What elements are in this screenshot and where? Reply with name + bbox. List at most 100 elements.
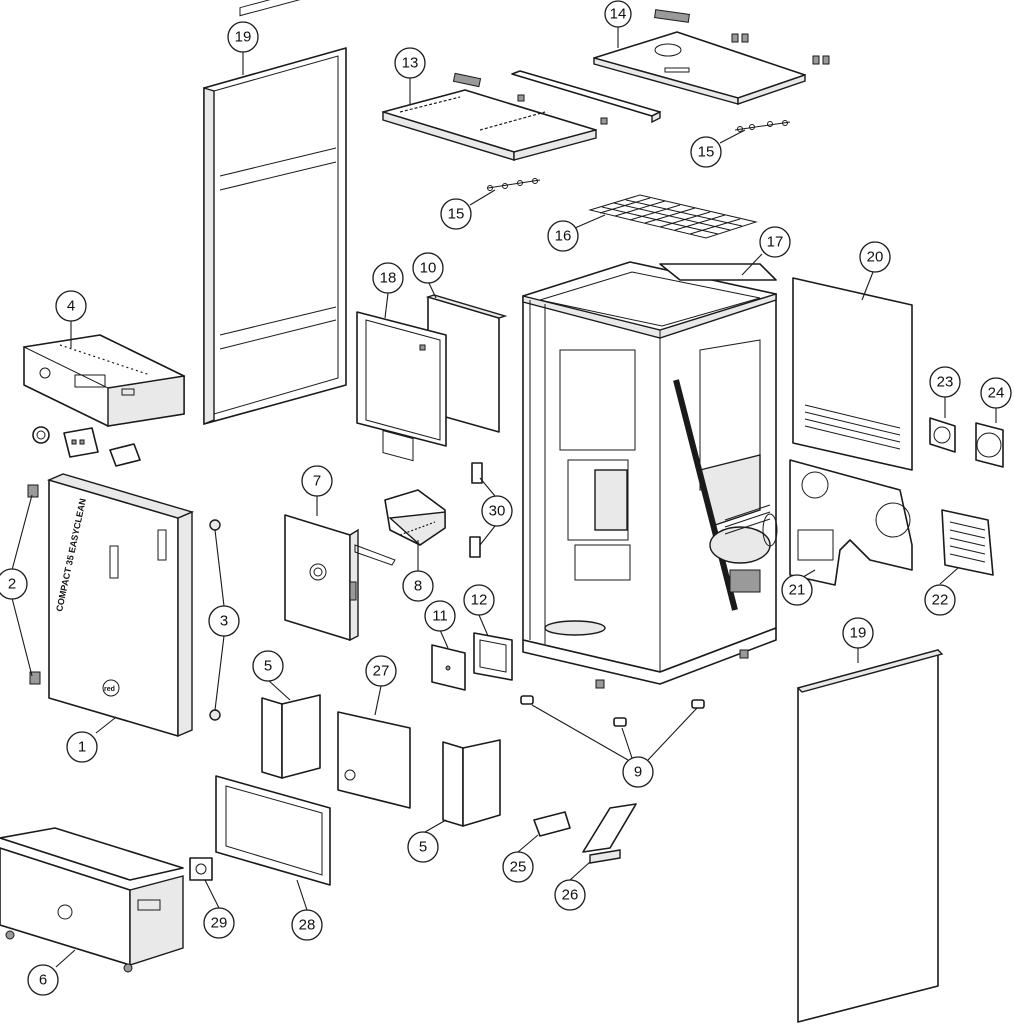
callout-4-label: 4 <box>67 298 75 315</box>
part-25-bracket <box>533 811 571 837</box>
callout-15-right: 15 <box>690 136 722 168</box>
callout-25-label: 25 <box>510 859 527 876</box>
part-26-deflector <box>582 803 637 864</box>
part-21-back-plate <box>789 459 913 586</box>
callout-20-label: 20 <box>867 249 884 266</box>
callout-5-lower-label: 5 <box>419 839 427 856</box>
callout-16: 16 <box>547 220 579 252</box>
callout-5-lower: 5 <box>407 831 439 863</box>
callout-1-label: 1 <box>78 739 86 756</box>
callout-13: 13 <box>394 47 426 79</box>
callout-3-label: 3 <box>220 613 228 630</box>
part-4-control-panel <box>22 334 186 427</box>
callout-24: 24 <box>980 377 1012 409</box>
callout-7-label: 7 <box>313 473 321 490</box>
callout-10: 10 <box>412 252 444 284</box>
callout-19-top-label: 19 <box>235 29 252 46</box>
callout-27-label: 27 <box>373 663 390 680</box>
part-20-rear-panel <box>792 277 913 471</box>
callout-1: 1 <box>66 731 98 763</box>
callout-8: 8 <box>402 570 434 602</box>
part-5-bracket-upper <box>261 694 321 779</box>
callout-17-label: 17 <box>767 234 784 251</box>
part-15-hinges <box>487 120 791 191</box>
callout-22-label: 22 <box>932 592 949 609</box>
part-9-feet <box>520 695 705 727</box>
callout-11: 11 <box>424 600 456 632</box>
callout-2-label: 2 <box>8 576 16 593</box>
part-27-plate <box>337 711 411 809</box>
part-19-right-side-panel <box>796 649 944 1023</box>
callout-19-top: 19 <box>227 21 259 53</box>
part-7-fire-door <box>284 514 396 642</box>
callout-2: 2 <box>0 568 28 600</box>
callout-6: 6 <box>27 964 59 996</box>
part-22-grille <box>941 509 994 576</box>
callout-19-bottom-label: 19 <box>850 625 867 642</box>
part-13-top-cover <box>382 70 661 161</box>
part-16-grate <box>588 194 758 239</box>
part-11-plate <box>431 644 466 691</box>
callout-20: 20 <box>859 241 891 273</box>
callout-12: 12 <box>463 584 495 616</box>
callout-16-label: 16 <box>555 228 572 245</box>
leader-lines <box>11 27 997 968</box>
callout-18-label: 18 <box>380 270 397 287</box>
part-control-components <box>32 426 141 467</box>
callout-24-label: 24 <box>988 385 1005 402</box>
callout-17: 17 <box>759 226 791 258</box>
callout-15-right-label: 15 <box>698 144 715 161</box>
part-6-ash-drawer <box>0 827 184 973</box>
callout-9: 9 <box>622 756 654 788</box>
callout-29: 29 <box>203 907 235 939</box>
callout-27: 27 <box>365 655 397 687</box>
callout-22: 22 <box>924 584 956 616</box>
part-24-flange <box>975 422 1004 468</box>
part-17-main-body <box>522 261 778 689</box>
callout-5-upper: 5 <box>252 650 284 682</box>
part-8-hopper <box>384 489 446 546</box>
callout-12-label: 12 <box>471 592 488 609</box>
callout-7: 7 <box>301 465 333 497</box>
callout-14: 14 <box>604 0 632 28</box>
callout-18: 18 <box>372 262 404 294</box>
callout-26: 26 <box>554 879 586 911</box>
part-19-left-side-panel <box>203 0 347 426</box>
callout-15-left: 15 <box>440 198 472 230</box>
callout-23: 23 <box>929 366 961 398</box>
callout-8-label: 8 <box>414 578 422 595</box>
callout-26-label: 26 <box>562 887 579 904</box>
part-18-panel <box>356 311 447 462</box>
callout-14-label: 14 <box>610 6 627 23</box>
part-1-front-door: COMPACT 35 EASYCLEAN red <box>46 473 195 738</box>
part-14-top-lid <box>593 9 830 105</box>
part-29-plate <box>189 857 213 881</box>
callout-25: 25 <box>502 851 534 883</box>
part-2-clips <box>27 484 41 685</box>
part-12-gasket <box>473 632 513 681</box>
callout-21-label: 21 <box>789 582 806 599</box>
callout-9-label: 9 <box>634 764 642 781</box>
callout-3: 3 <box>208 605 240 637</box>
part-30-brackets <box>469 462 483 558</box>
callout-30-label: 30 <box>489 503 506 520</box>
callout-15-left-label: 15 <box>448 206 465 223</box>
part-28-frame <box>215 775 331 886</box>
callout-28: 28 <box>291 909 323 941</box>
callout-23-label: 23 <box>937 374 954 391</box>
callout-28-label: 28 <box>299 917 316 934</box>
callout-4: 4 <box>55 290 87 322</box>
brand-logo: red <box>104 686 115 693</box>
callout-5-upper-label: 5 <box>264 658 272 675</box>
callout-30: 30 <box>481 495 513 527</box>
callout-11-label: 11 <box>432 608 448 625</box>
part-23-flange <box>929 417 956 453</box>
callout-19-bottom: 19 <box>842 617 874 649</box>
callout-21: 21 <box>781 574 813 606</box>
callout-6-label: 6 <box>39 972 47 989</box>
part-5-bracket-lower <box>442 739 501 827</box>
callout-10-label: 10 <box>420 260 437 277</box>
callout-29-label: 29 <box>211 915 228 932</box>
callout-13-label: 13 <box>402 55 419 72</box>
